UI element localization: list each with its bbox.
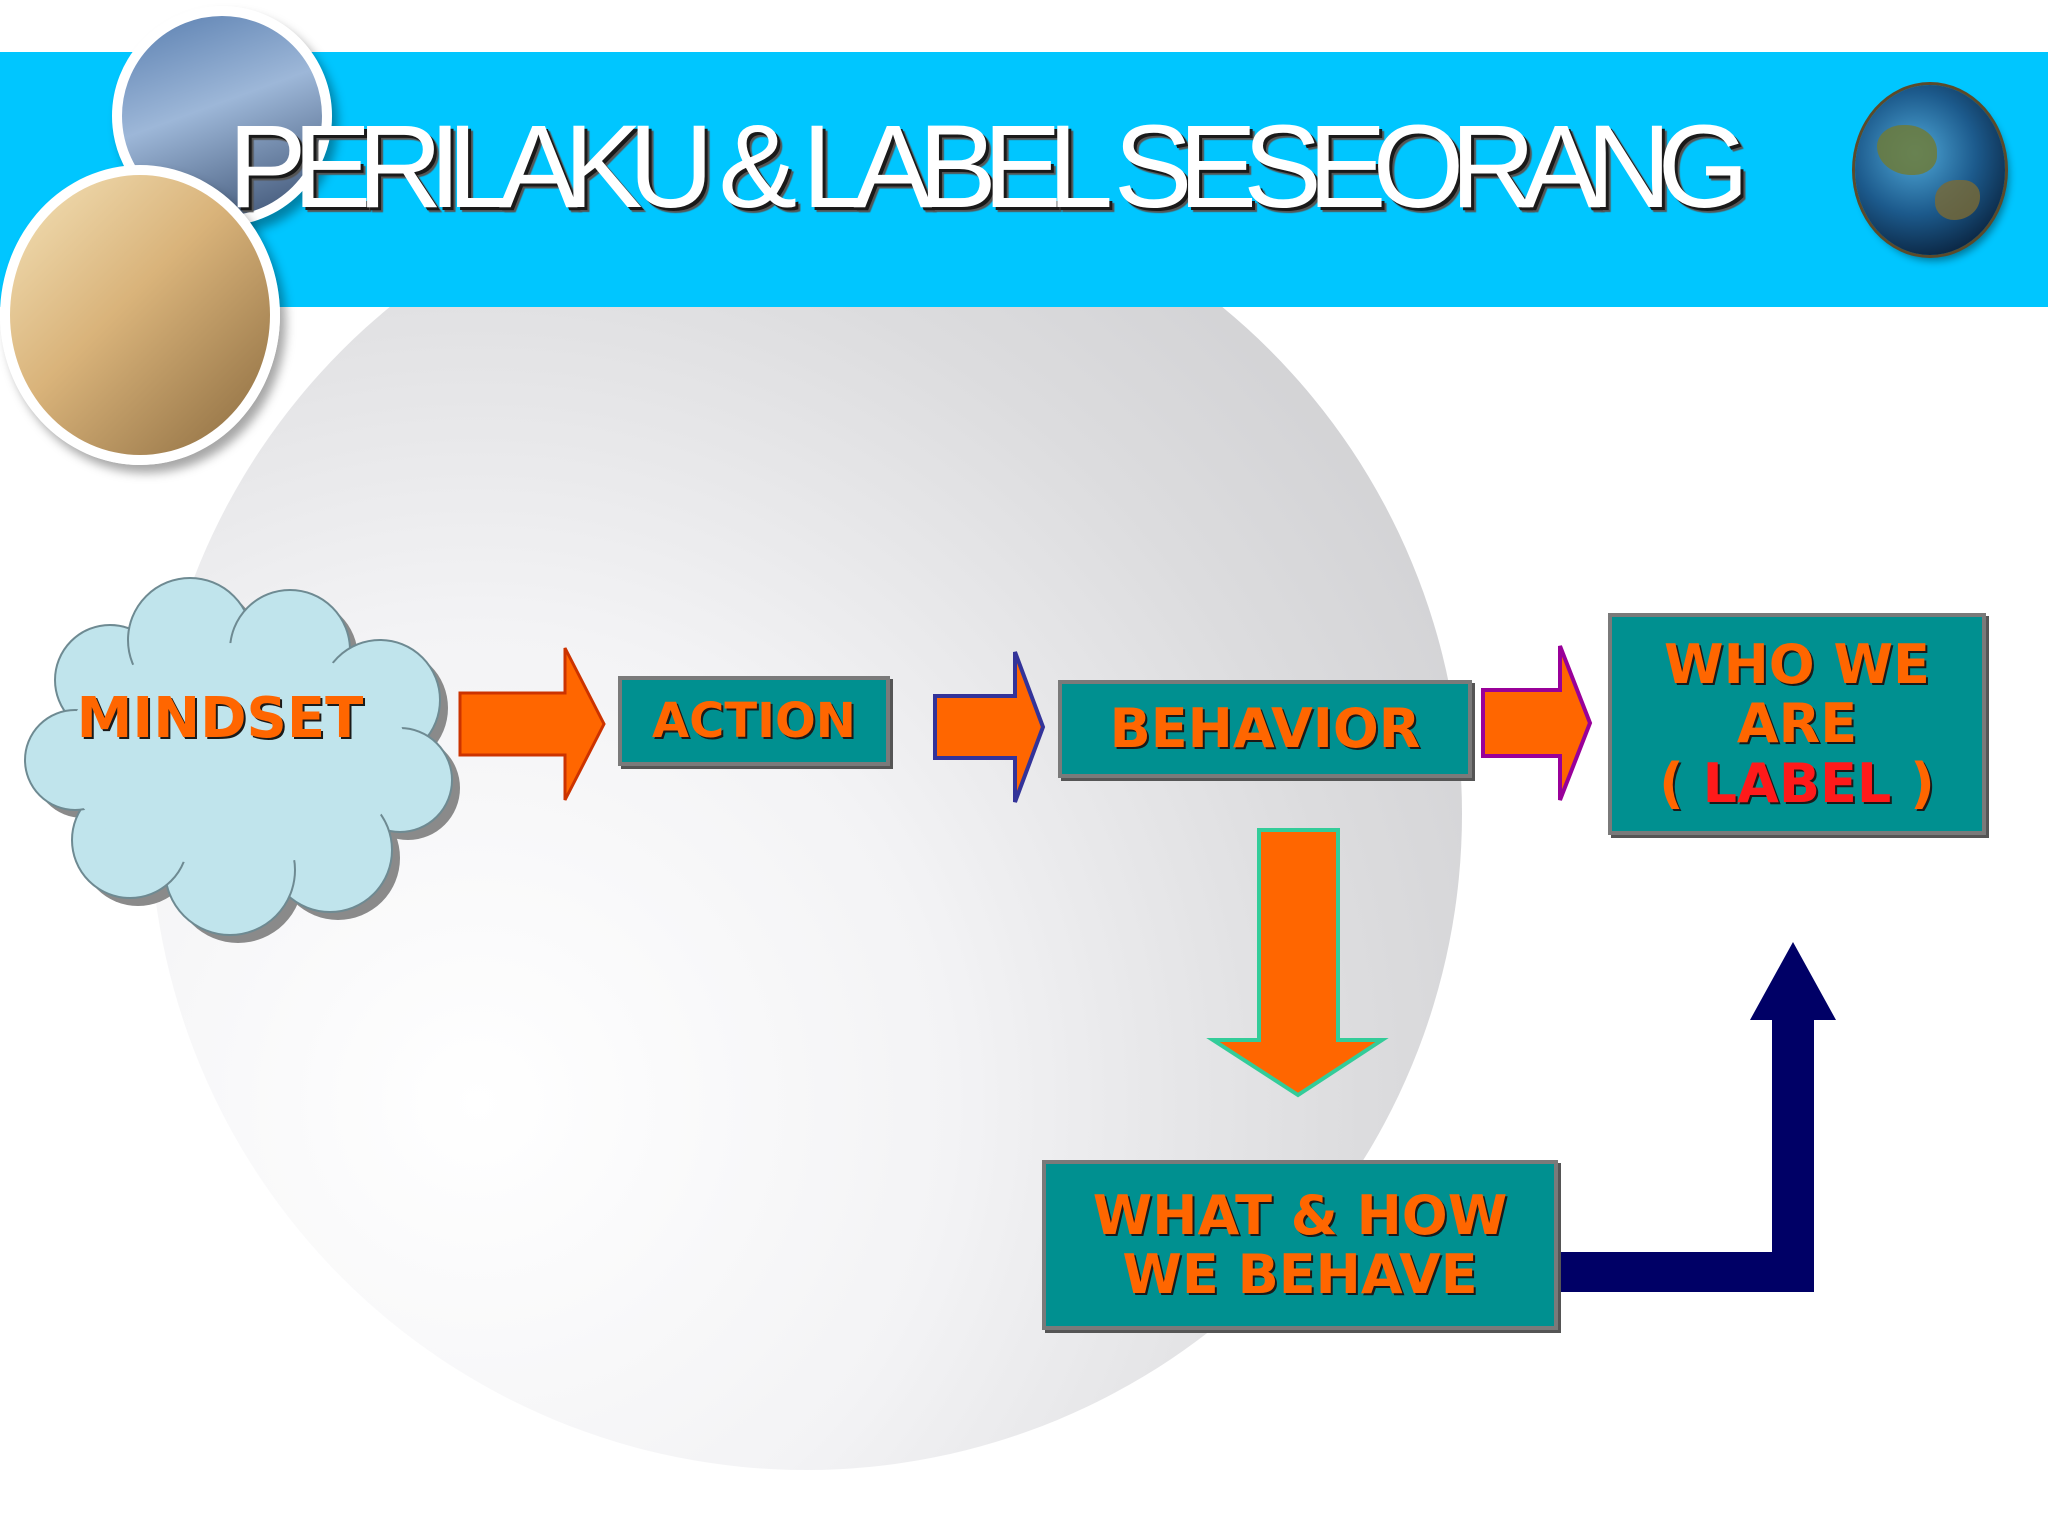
behavior-box: BEHAVIOR [1058, 680, 1472, 778]
globe-icon [1855, 85, 2005, 255]
slide-title: PERILAKU & LABEL SESEORANG [228, 101, 1749, 233]
who-label-text: LABEL [1702, 751, 1892, 815]
who-close-paren: ) [1891, 751, 1935, 815]
action-box: ACTION [618, 676, 890, 766]
who-we-are-box: WHO WE ARE ( LABEL ) [1608, 613, 1986, 835]
mindset-cloud-center [63, 643, 407, 867]
arrow-mindset-to-action [458, 647, 606, 801]
arrow-what-to-label [1552, 942, 1836, 1292]
what-line1: WHAT & HOW [1092, 1183, 1508, 1247]
action-label: ACTION [652, 692, 856, 749]
who-open-paren: ( [1659, 751, 1703, 815]
who-line1: WHO WE [1664, 632, 1930, 696]
arrow-behavior-to-label [1481, 645, 1593, 801]
what-how-box: WHAT & HOW WE BEHAVE [1042, 1160, 1558, 1330]
behavior-label: BEHAVIOR [1109, 697, 1421, 761]
arrow-behavior-down [1206, 828, 1389, 1098]
arrow-action-to-behavior [933, 651, 1046, 803]
who-line3: ( LABEL ) [1659, 751, 1935, 815]
who-line2: ARE [1736, 692, 1858, 756]
what-line2: WE BEHAVE [1122, 1243, 1478, 1306]
business-team-photo [0, 165, 280, 465]
mindset-label: MINDSET [76, 686, 364, 751]
title-banner [0, 52, 2048, 307]
